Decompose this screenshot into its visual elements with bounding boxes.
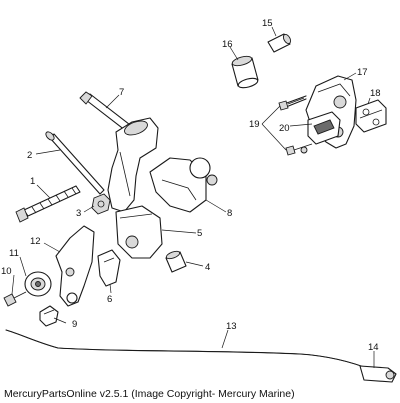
callout-18: 18 [370, 88, 381, 99]
part-1-threaded-stud[interactable] [15, 185, 81, 223]
part-14-rod-end[interactable] [359, 365, 397, 383]
callout-5: 5 [197, 228, 202, 239]
part-9-clip[interactable] [39, 305, 59, 327]
callout-3: 3 [76, 208, 81, 219]
callout-13: 13 [226, 321, 237, 332]
callout-labels: 1 2 3 4 5 6 7 8 9 10 11 12 13 14 15 16 1… [1, 18, 381, 353]
part-4-sleeve[interactable] [165, 250, 187, 273]
part-20-clip[interactable] [307, 111, 341, 145]
callout-1: 1 [30, 176, 35, 187]
leader-lines [11, 26, 375, 368]
callout-7: 7 [119, 87, 124, 98]
callout-2: 2 [27, 150, 32, 161]
callout-4: 4 [205, 262, 210, 273]
callout-14: 14 [368, 342, 379, 353]
part-18-gasket[interactable] [355, 99, 387, 133]
part-3-nut[interactable] [91, 193, 111, 215]
callout-15: 15 [262, 18, 273, 29]
part-2-rod[interactable] [44, 130, 105, 195]
callout-20: 20 [279, 123, 290, 134]
callout-9: 9 [72, 319, 77, 330]
part-13-link-rod[interactable] [5, 329, 373, 371]
callout-12: 12 [30, 236, 41, 247]
callout-17: 17 [357, 67, 368, 78]
callout-6: 6 [107, 294, 112, 305]
part-6-clip[interactable] [97, 249, 121, 287]
main-arm-assembly[interactable] [107, 117, 159, 213]
part-10-screw[interactable] [3, 291, 27, 307]
callout-10: 10 [1, 266, 12, 277]
part-12-lever[interactable] [55, 225, 95, 307]
part-11-roller[interactable] [24, 271, 52, 297]
part-5-body[interactable] [115, 205, 163, 259]
part-15-pin[interactable] [267, 33, 292, 53]
part-19-screws[interactable] [278, 95, 313, 156]
part-8-clip-bracket[interactable] [149, 157, 218, 213]
callout-11: 11 [9, 248, 19, 259]
callout-8: 8 [227, 208, 232, 219]
copyright-caption: MercuryPartsOnline v2.5.1 (Image Copyrig… [4, 388, 295, 400]
part-16-bushing[interactable] [231, 55, 259, 90]
callout-16: 16 [222, 39, 233, 50]
callout-19: 19 [249, 119, 260, 130]
